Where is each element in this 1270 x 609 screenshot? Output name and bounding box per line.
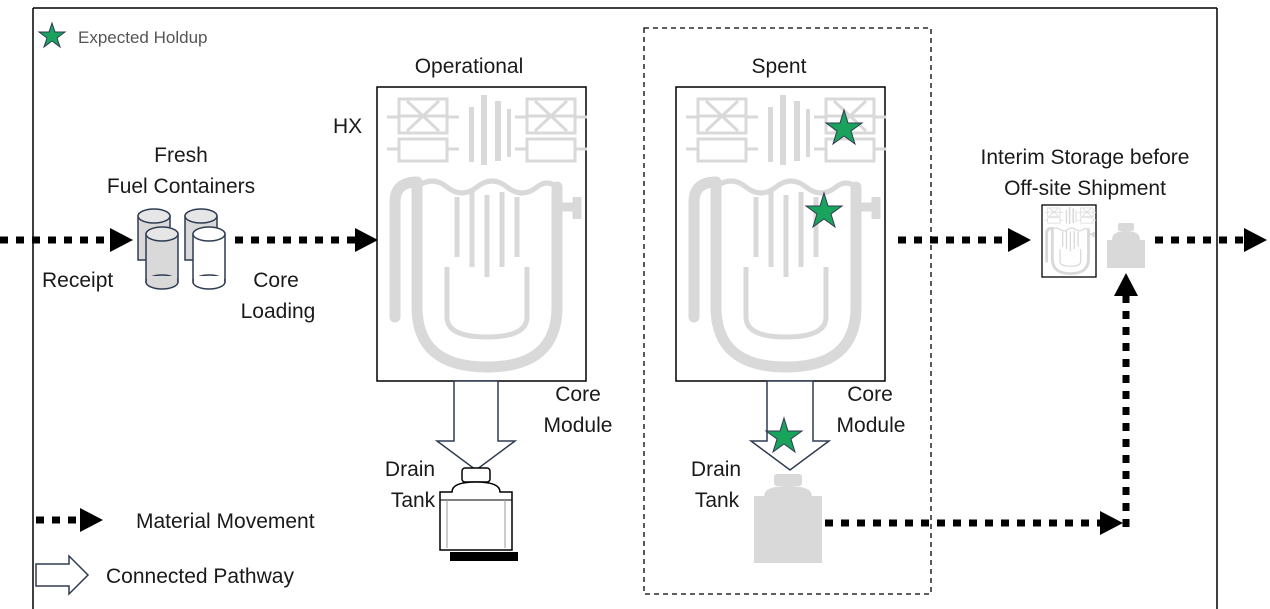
spent-core-label: Core xyxy=(847,383,893,406)
operational-pathway-arrow xyxy=(434,380,518,471)
movement-legend-arrowhead xyxy=(80,508,103,532)
operational-drain-tank-icon xyxy=(439,467,518,561)
operational-core-label: Core xyxy=(555,383,601,406)
pathway-legend-label: Connected Pathway xyxy=(106,565,294,588)
holdup-star-pathway-icon xyxy=(764,416,804,454)
operational-drain-label: Drain xyxy=(385,458,435,481)
spent-to-storage-arrowhead xyxy=(1008,228,1031,252)
spent-pathway-arrow xyxy=(748,380,832,471)
core-loading-label-1: Core xyxy=(253,269,299,292)
operational-tank-label: Tank xyxy=(391,489,436,512)
shipment-arrowhead xyxy=(1244,228,1267,252)
core-loading-label-2: Loading xyxy=(241,300,316,323)
movement-legend-label: Material Movement xyxy=(136,510,315,533)
holdup-star-vessel-icon xyxy=(804,191,844,229)
spent-module-label: Module xyxy=(837,414,906,437)
holdup-legend-star-icon xyxy=(37,21,67,49)
fresh-fuel-containers-icon xyxy=(137,208,226,290)
core-loading-arrowhead xyxy=(355,228,378,252)
spent-tank-label: Tank xyxy=(695,489,740,512)
operational-label: Operational xyxy=(415,55,524,78)
holdup-legend-label: Expected Holdup xyxy=(78,28,207,47)
spent-drain-tank-icon xyxy=(754,474,822,563)
spent-label: Spent xyxy=(752,55,807,78)
up-to-storage-arrowhead xyxy=(1114,273,1138,296)
receipt-arrowhead xyxy=(110,228,133,252)
fuel-containers-label: Fuel Containers xyxy=(107,175,255,198)
fresh-label: Fresh xyxy=(154,144,208,167)
interim-storage-label-1: Interim Storage before xyxy=(981,146,1190,169)
interim-drain-tank-icon xyxy=(1107,223,1145,268)
hx-label: HX xyxy=(333,115,362,138)
drain-to-storage-arrowhead xyxy=(1100,511,1123,535)
holdup-star-hx-icon xyxy=(824,108,864,146)
spent-group-box xyxy=(643,27,932,595)
interim-storage-label-2: Off-site Shipment xyxy=(1004,177,1166,200)
pathway-legend-icon xyxy=(35,554,90,596)
receipt-label: Receipt xyxy=(42,269,113,292)
spent-drain-label: Drain xyxy=(691,458,741,481)
operational-module-label: Module xyxy=(544,414,613,437)
